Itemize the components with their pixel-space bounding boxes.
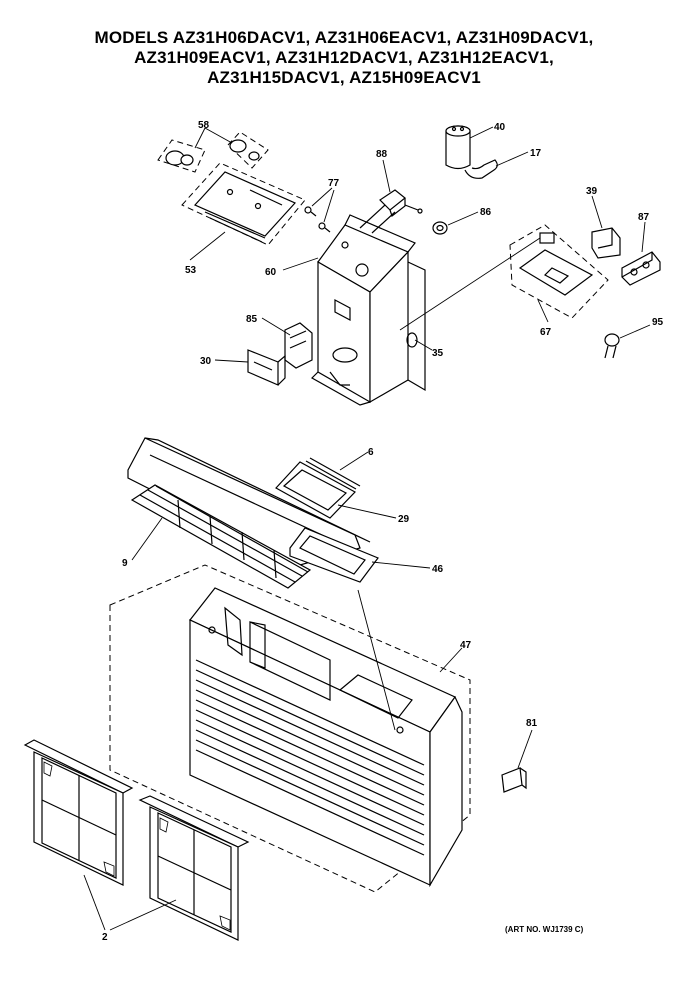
grommet-part-86 — [432, 211, 479, 235]
front-cabinet-part-47 — [109, 564, 471, 893]
cover-part-29 — [275, 461, 397, 519]
thermostat-board-part-67 — [399, 224, 609, 331]
part-label-81: 81 — [526, 718, 538, 729]
bracket-part-30 — [214, 349, 286, 386]
part-label-39: 39 — [586, 186, 598, 197]
capacitor-part-40 — [445, 125, 494, 170]
models-title-line-3: AZ31H15DACV1, AZ15H09EACV1 — [207, 68, 481, 87]
art-number: (ART NO. WJ1739 C) — [505, 925, 584, 934]
part-label-40: 40 — [494, 122, 506, 133]
part-label-6: 6 — [368, 447, 374, 458]
part-label-53: 53 — [185, 265, 197, 276]
part-label-47: 47 — [460, 640, 472, 651]
part-label-95: 95 — [652, 317, 664, 328]
knobs-part-58 — [157, 127, 269, 173]
part-label-46: 46 — [432, 564, 444, 575]
thermistor-part-95 — [604, 324, 651, 359]
control-board-part-53 — [181, 162, 306, 261]
part-label-77: 77 — [328, 178, 340, 189]
relay-part-39 — [591, 195, 621, 259]
bracket-part-88 — [379, 159, 423, 217]
part-label-88: 88 — [376, 149, 388, 160]
filter-right-part-2 — [109, 795, 250, 941]
models-title-line-1: MODELS AZ31H06DACV1, AZ31H06EACV1, AZ31H… — [94, 28, 594, 47]
part-label-85: 85 — [246, 314, 258, 325]
part-label-35: 35 — [432, 348, 444, 359]
models-title-line-2: AZ31H09EACV1, AZ31H12DACV1, AZ31H12EACV1… — [134, 48, 554, 67]
filter-left-part-2 — [23, 739, 134, 931]
part-label-60: 60 — [265, 267, 277, 278]
frame-part-46 — [289, 527, 431, 583]
control-box-part-35 — [311, 204, 433, 406]
part-label-30: 30 — [200, 356, 212, 367]
part-label-58: 58 — [198, 120, 210, 131]
part-label-87: 87 — [638, 212, 650, 223]
bracket-part-81 — [501, 729, 533, 793]
mount-leader-part-60 — [282, 257, 319, 271]
part-label-67: 67 — [540, 327, 552, 338]
gasket-part-6 — [305, 451, 369, 490]
part-label-29: 29 — [398, 514, 410, 525]
terminal-block-part-87 — [621, 221, 661, 286]
screws-part-77 — [304, 187, 335, 233]
part-label-9: 9 — [122, 558, 128, 569]
strap-part-17 — [464, 151, 529, 179]
part-label-2: 2 — [102, 932, 108, 943]
part-label-86: 86 — [480, 207, 492, 218]
part-label-17: 17 — [530, 148, 542, 159]
louver-part-9 — [130, 484, 312, 589]
